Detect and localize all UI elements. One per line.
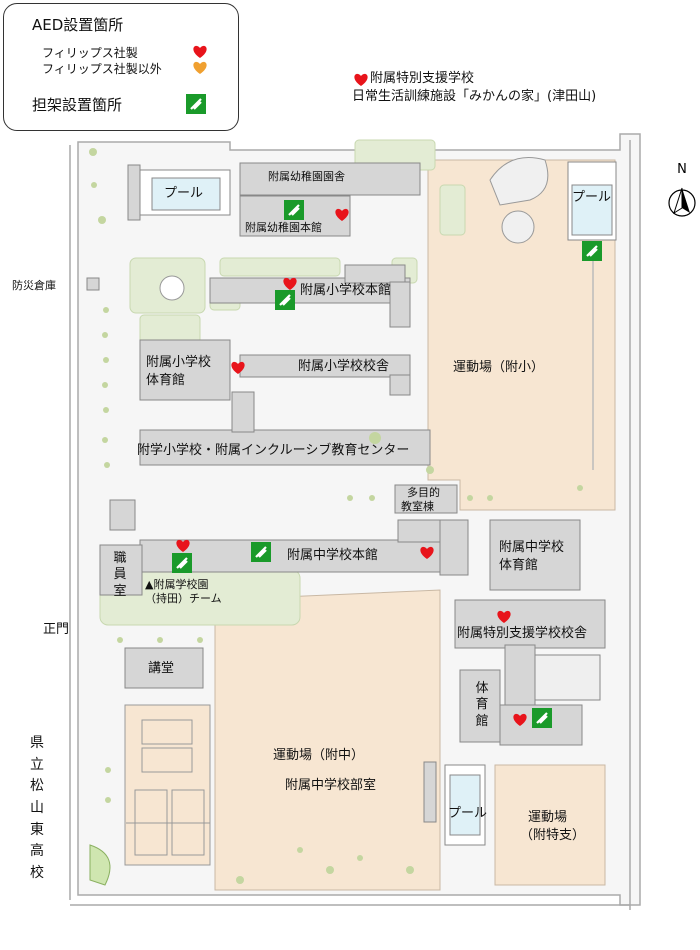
- ground-special-label-2: （附特支）: [520, 828, 586, 843]
- note-line-2: 日常生活訓練施設「みかんの家」(津田山): [352, 88, 597, 104]
- stretcher-icon-staff: [172, 553, 192, 573]
- multipurpose-bldg: [394, 484, 458, 514]
- ground-elem-label: 運動場（附小）: [453, 360, 545, 375]
- jhs-club-label: 附属中学校部室: [285, 778, 377, 793]
- stretcher-icon-kinder: [284, 200, 304, 220]
- front-gate-label: 正門: [43, 622, 70, 637]
- heart-icon-special-gym: [513, 713, 527, 726]
- ground-jhs-label: 運動場（附中）: [273, 748, 365, 763]
- jhs-club-bldg: [423, 761, 437, 823]
- special-school-bldg: [454, 599, 606, 649]
- note-line-1: 附属特別支援学校: [370, 71, 475, 86]
- legend-title: AED設置箇所: [32, 16, 124, 34]
- legend-non-philips-label: フィリップス社製以外: [42, 62, 162, 76]
- pool-right-label: プール: [572, 190, 612, 205]
- jhs-main-label: 附属中学校本館: [287, 548, 379, 563]
- elem-gym-bldg: [139, 339, 231, 401]
- ground-special-label-1: 運動場: [528, 810, 568, 825]
- legend-stretcher-label: 担架設置箇所: [32, 96, 123, 114]
- heart-icon-red: [193, 45, 207, 58]
- special-school-label: 附属特別支援学校校舎: [457, 626, 588, 641]
- stretcher-icon-elem-main: [275, 290, 295, 310]
- auditorium-label: 講堂: [148, 661, 175, 676]
- pool-left-label: プール: [164, 186, 204, 201]
- legend-philips-label: フィリップス社製: [42, 46, 138, 60]
- bousai-label: 防災倉庫: [12, 279, 56, 292]
- staff-room-bldg: [99, 544, 143, 596]
- heart-icon-orange: [193, 61, 207, 74]
- auditorium-bldg: [124, 647, 204, 689]
- heart-icon-note: [354, 73, 368, 86]
- north-compass-icon: N: [668, 162, 696, 217]
- jhs-gym-label-2: 体育館: [499, 558, 539, 573]
- heart-icon-special-school: [497, 610, 511, 623]
- team-label-2: （持田）チーム: [145, 592, 222, 605]
- heart-icon-elem-main: [283, 277, 297, 290]
- jhs-gym-bldg: [489, 519, 581, 591]
- stretcher-icon: [186, 94, 206, 114]
- bousai-bldg: [86, 277, 100, 291]
- jhs-gym-label-1: 附属中学校: [499, 540, 565, 555]
- special-gym-bldg: [459, 669, 501, 743]
- elem-gym-label-1: 附属小学校: [146, 355, 212, 370]
- ground-special: [494, 764, 606, 886]
- high-school-label: 県立松山東高校: [30, 735, 44, 882]
- team-label-1: ▲附属学校園: [145, 578, 209, 591]
- inclusive-bldg: [139, 429, 431, 466]
- inclusive-label: 附学小学校・附属インクルーシブ教育センター: [137, 443, 410, 458]
- kinder-main-label: 附属幼稚園本館: [245, 221, 322, 234]
- ground-elementary: [427, 159, 616, 511]
- stretcher-icon-special-gym: [532, 708, 552, 728]
- elem-gym-label-2: 体育館: [146, 373, 186, 388]
- heart-icon-jhs-main: [420, 546, 434, 559]
- heart-icon-kinder: [335, 208, 349, 221]
- pond: [489, 157, 549, 206]
- elem-main-label: 附属小学校本館: [300, 283, 392, 298]
- kinder-hall-label: 附属幼稚園園舎: [268, 170, 345, 183]
- ground-junior-high: [214, 589, 441, 891]
- stretcher-icon-jhs-main: [251, 542, 271, 562]
- special-gym-label: 体育館: [475, 681, 489, 729]
- trees: [89, 148, 583, 884]
- note-block: 附属特別支援学校 日常生活訓練施設「みかんの家」(津田山): [352, 70, 596, 105]
- stretcher-icon-pool: [582, 241, 602, 261]
- multipurpose-label-1: 多目的: [407, 486, 440, 499]
- elem-school-label: 附属小学校校舎: [298, 359, 390, 374]
- kinder-hall: [239, 162, 421, 196]
- legend-box: AED設置箇所 フィリップス社製 フィリップス社製以外 担架設置箇所: [3, 3, 239, 131]
- multipurpose-label-2: 教室棟: [401, 500, 434, 513]
- pool-bottom-label: プール: [448, 806, 488, 821]
- compass-label: N: [677, 162, 687, 177]
- staff-room-label: 職員室: [113, 551, 127, 599]
- heart-icon-elem-gym: [231, 361, 245, 374]
- heart-icon-staff: [176, 539, 190, 552]
